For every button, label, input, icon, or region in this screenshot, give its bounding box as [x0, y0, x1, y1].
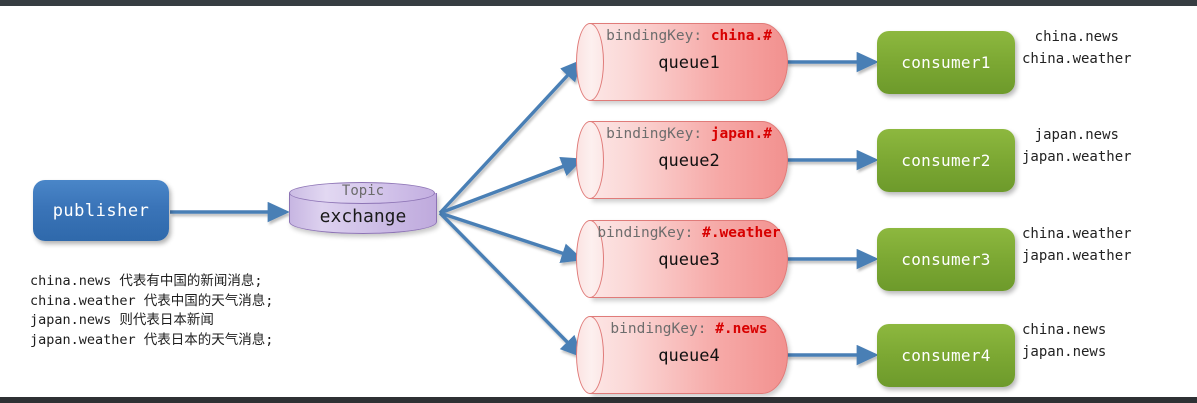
queue-binding-key-1: bindingKey: china.# [590, 28, 788, 44]
binding-key-value: #.weather [702, 225, 781, 241]
binding-key-value: china.# [710, 28, 772, 44]
consumer-label-1: consumer1 [901, 53, 991, 72]
legend-line: japan.news 则代表日本新闻 [30, 312, 214, 328]
consumer-label-4: consumer4 [901, 346, 991, 365]
routing-key: japan.news [1034, 127, 1119, 143]
queue-node-3[interactable]: bindingKey: #.weather queue3 [576, 220, 788, 298]
consumer-node-4[interactable]: consumer4 [877, 324, 1015, 387]
queue-binding-key-4: bindingKey: #.news [590, 321, 788, 337]
consumer-label-2: consumer2 [901, 151, 991, 170]
queue-node-2[interactable]: bindingKey: japan.# queue2 [576, 121, 788, 199]
queue-cylinder-body [590, 23, 788, 101]
routing-keys-consumer-2: japan.news japan.weather [1022, 124, 1132, 168]
consumer-node-1[interactable]: consumer1 [877, 31, 1015, 94]
queue-label-2: queue2 [658, 151, 720, 171]
consumer-node-2[interactable]: consumer2 [877, 129, 1015, 192]
publisher-label: publisher [52, 200, 150, 221]
binding-key-prefix: bindingKey: [610, 321, 707, 337]
queue-node-1[interactable]: bindingKey: china.# queue1 [576, 23, 788, 101]
top-chrome-bar [0, 0, 1197, 6]
publisher-node[interactable]: publisher [33, 180, 169, 241]
binding-key-value: japan.# [710, 126, 772, 142]
routing-key: japan.news [1022, 344, 1107, 360]
routing-key: china.news [1034, 29, 1119, 45]
queue-cylinder-body [590, 220, 788, 298]
routing-keys-consumer-3: china.weather japan.weather [1022, 223, 1132, 267]
queue-cylinder-body [590, 121, 788, 199]
queue-cylinder-body [590, 316, 788, 394]
routing-key: china.weather [1022, 51, 1132, 67]
exchange-node[interactable]: Topic exchange [289, 182, 437, 244]
routing-keys-consumer-4: china.news japan.news [1022, 319, 1106, 363]
edge-exchange-to-queue3 [439, 211, 584, 263]
routing-key: japan.weather [1022, 248, 1132, 264]
queue-label-3: queue3 [658, 250, 720, 270]
binding-key-prefix: bindingKey: [606, 28, 703, 44]
legend-block: china.news 代表有中国的新闻消息; china.weather 代表中… [30, 272, 273, 350]
queue-node-4[interactable]: bindingKey: #.news queue4 [576, 316, 788, 394]
binding-key-value: #.news [715, 321, 768, 337]
legend-line: japan.weather 代表日本的天气消息; [30, 331, 274, 348]
queue-label-4: queue4 [658, 346, 720, 366]
exchange-type-label: Topic [341, 183, 385, 199]
legend-line: china.news 代表有中国的新闻消息; [30, 273, 263, 289]
routing-key: china.weather [1022, 226, 1132, 242]
consumer-label-3: consumer3 [901, 250, 991, 269]
routing-keys-consumer-1: china.news china.weather [1022, 26, 1132, 70]
binding-key-prefix: bindingKey: [606, 126, 703, 142]
queue-binding-key-3: bindingKey: #.weather [590, 225, 788, 241]
queue-label-1: queue1 [658, 53, 720, 73]
exchange-cylinder-top [289, 182, 435, 204]
routing-key: china.news [1022, 322, 1107, 338]
queue-binding-key-2: bindingKey: japan.# [590, 126, 788, 142]
bottom-chrome-bar [0, 397, 1197, 403]
exchange-label: exchange [319, 206, 407, 227]
edge-exchange-to-queue4 [438, 211, 583, 358]
edge-exchange-to-queue2 [439, 156, 584, 215]
consumer-node-3[interactable]: consumer3 [877, 228, 1015, 291]
edge-exchange-to-queue1 [438, 59, 583, 215]
routing-key: japan.weather [1022, 149, 1132, 165]
binding-key-prefix: bindingKey: [597, 225, 694, 241]
legend-line: china.weather 代表中国的天气消息; [30, 292, 274, 309]
